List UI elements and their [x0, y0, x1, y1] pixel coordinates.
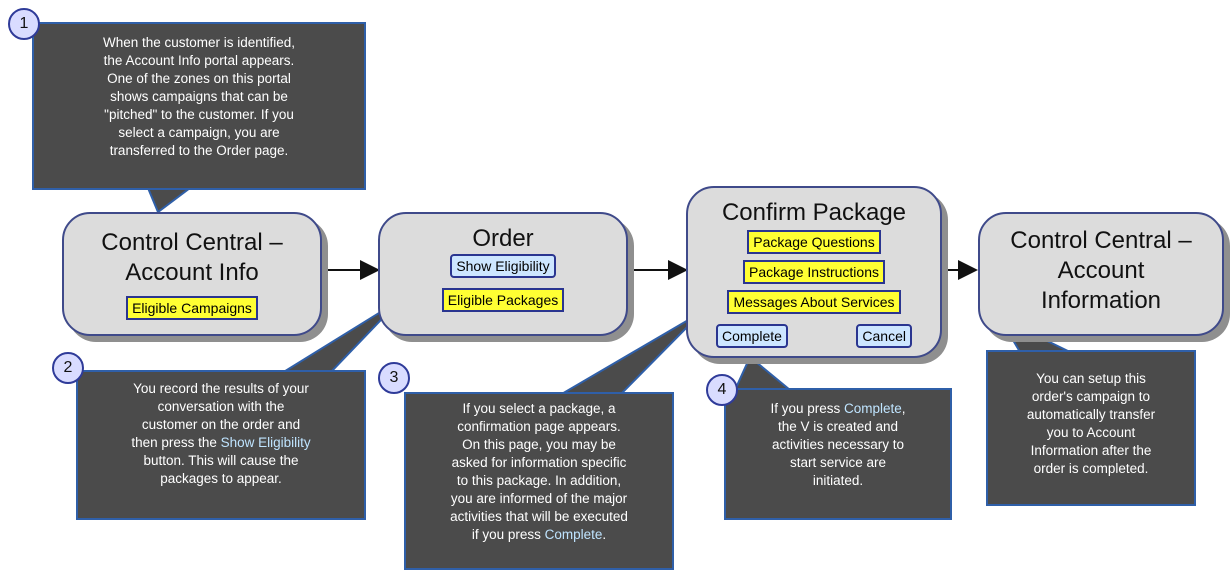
note-line: order's campaign to [1031, 389, 1151, 404]
note-line: When the customer is identified, [102, 35, 296, 50]
note-line: conversation with the [157, 399, 285, 414]
step-4-note: If you press Complete, the V is created … [724, 388, 952, 520]
note-line: If you select a package, a [462, 401, 616, 416]
show-eligibility-reference: Show Eligibility [220, 435, 311, 450]
note-line: activities necessary to [771, 437, 905, 452]
note-line: transferred to the Order page. [109, 143, 289, 158]
note-text: then press the [131, 435, 221, 450]
complete-reference: Complete [544, 527, 603, 542]
box-title-line: Control Central – [1010, 227, 1192, 254]
note-line: You record the results of your [133, 381, 309, 396]
note-line: activities that will be executed [450, 509, 628, 524]
eligible-packages-zone[interactable]: Eligible Packages [441, 288, 565, 312]
note-line: automatically transfer [1026, 407, 1156, 422]
note-line: initiated. [812, 473, 864, 488]
package-questions-zone[interactable]: Package Questions [747, 230, 881, 254]
box-title: Order [472, 225, 534, 252]
note-line: "pitched" to the customer. If you [104, 107, 294, 122]
note-1-pointer [146, 187, 193, 214]
note-line: Information after the [1030, 443, 1152, 458]
box-title-line: Control Central – [101, 229, 283, 256]
note-line: On this page, you may be [462, 437, 616, 452]
note-line: then press the Show Eligibility [84, 434, 358, 452]
note-line: button. This will cause the [143, 453, 299, 468]
box-title-line: Account [1057, 257, 1145, 284]
note-line: if you press Complete. [412, 526, 666, 544]
cancel-button[interactable]: Cancel [856, 324, 912, 348]
note-line: If you press Complete, [732, 400, 944, 418]
step-4-badge: 4 [706, 374, 738, 406]
note-line: select a campaign, you are [118, 125, 280, 140]
note-text: . [602, 527, 607, 542]
complete-reference: Complete [844, 401, 902, 416]
note-text: If you press [770, 401, 844, 416]
step-3-note: If you select a package, a confirmation … [404, 392, 674, 570]
note-line: asked for information specific [451, 455, 627, 470]
note-line: order is completed. [1033, 461, 1149, 476]
step-3-badge: 3 [378, 362, 410, 394]
box-title-line: Account Info [125, 259, 259, 286]
note-line: you to Account [1046, 425, 1136, 440]
note-4-pointer [733, 355, 793, 391]
box-title-line: Information [1040, 287, 1162, 314]
note-line: confirmation page appears. [457, 419, 621, 434]
note-line: packages to appear. [160, 471, 282, 486]
note-line: to this package. In addition, [456, 473, 622, 488]
note-line: You can setup this [1036, 371, 1146, 386]
package-instructions-zone[interactable]: Package Instructions [743, 260, 885, 284]
control-central-account-info-box: Control Central – Account Info Eligible … [62, 212, 322, 336]
note-line: customer on the order and [141, 417, 301, 432]
account-information-note: You can setup this order's campaign to a… [986, 350, 1196, 506]
note-line: shows campaigns that can be [110, 89, 288, 104]
complete-button[interactable]: Complete [716, 324, 788, 348]
order-box: Order Show Eligibility Eligible Packages [378, 212, 628, 336]
step-1-badge: 1 [8, 8, 40, 40]
box-title: Confirm Package [721, 199, 907, 226]
note-line: One of the zones on this portal [107, 71, 291, 86]
note-line: you are informed of the major [450, 491, 628, 506]
show-eligibility-button[interactable]: Show Eligibility [450, 254, 556, 278]
eligible-campaigns-zone[interactable]: Eligible Campaigns [126, 296, 258, 320]
note-text: , [901, 401, 906, 416]
note-line: the Account Info portal appears. [103, 53, 295, 68]
confirm-package-box: Confirm Package Package Questions Packag… [686, 186, 942, 358]
control-central-account-information-box: Control Central – Account Information [978, 212, 1224, 336]
step-1-note: When the customer is identified, the Acc… [32, 22, 366, 190]
note-text: if you press [471, 527, 545, 542]
note-line: the V is created and [777, 419, 899, 434]
step-2-badge: 2 [52, 352, 84, 384]
messages-about-services-zone[interactable]: Messages About Services [727, 290, 901, 314]
step-2-note: You record the results of your conversat… [76, 370, 366, 520]
note-line: start service are [789, 455, 887, 470]
